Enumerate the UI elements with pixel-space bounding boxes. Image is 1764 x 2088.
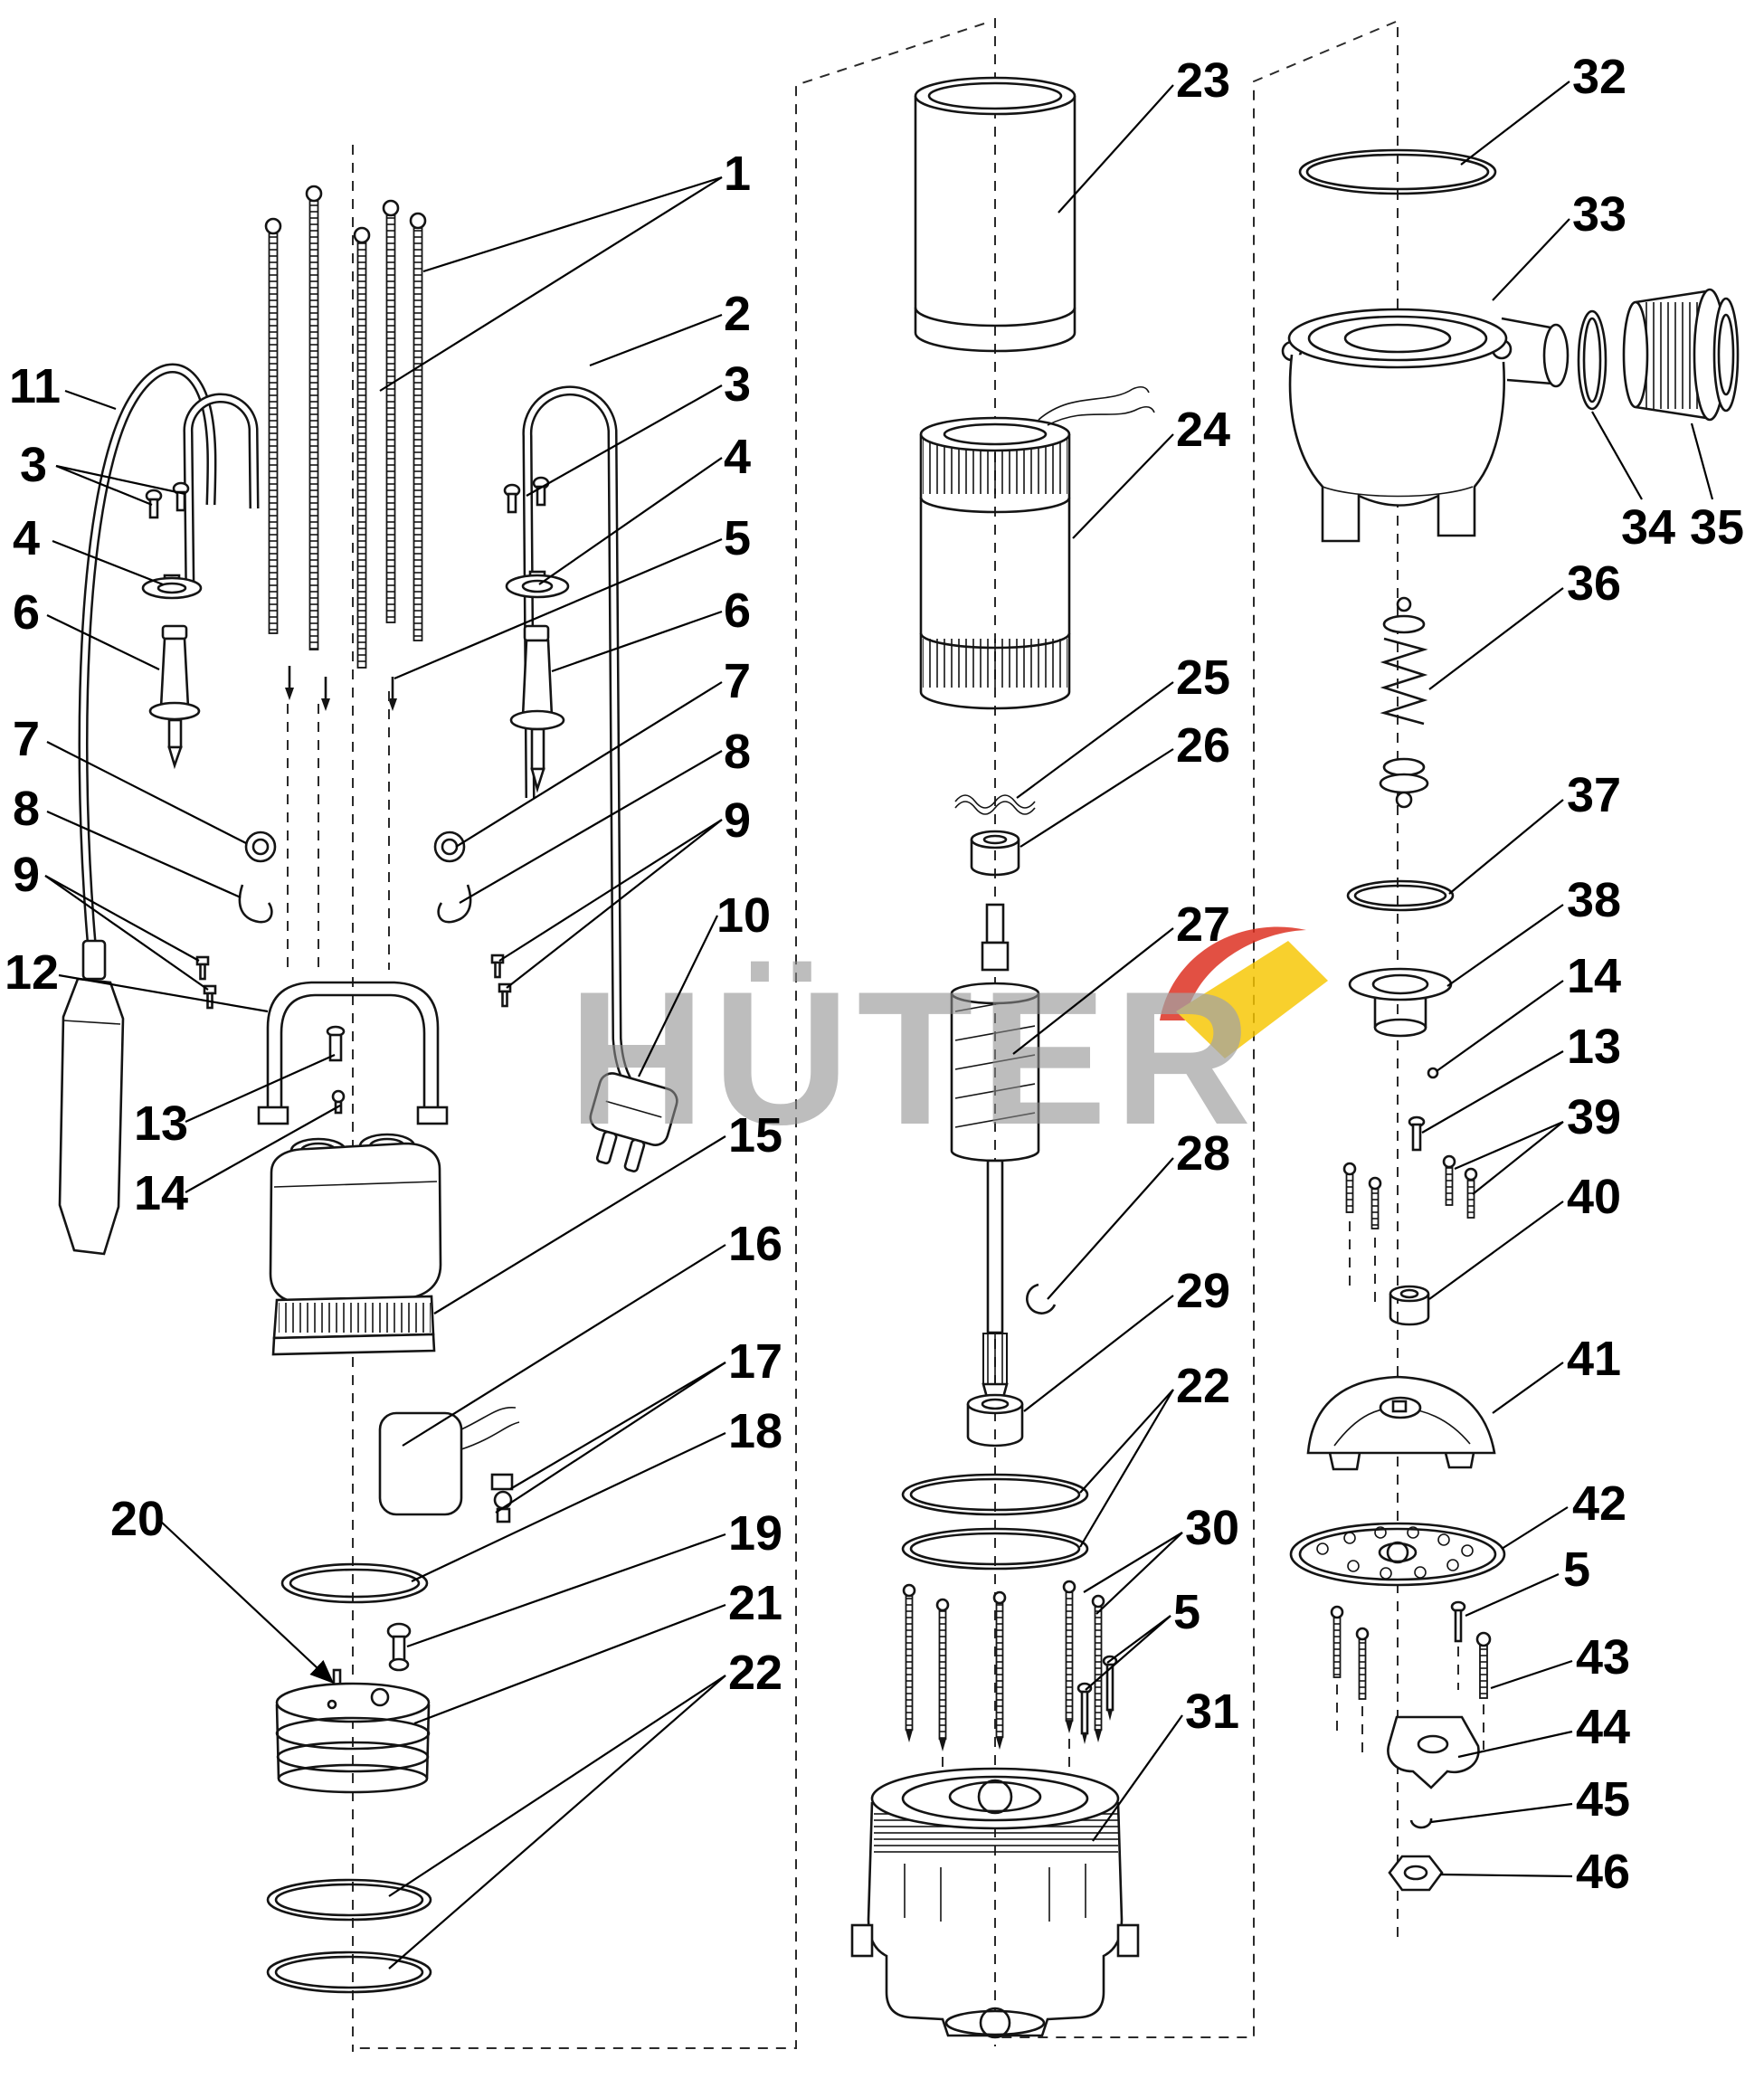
watermark-swoosh-yellow <box>1176 941 1328 1058</box>
watermark-text: HÜTER <box>568 952 1258 1164</box>
float-switch <box>58 977 125 1256</box>
watermark: HÜTER <box>568 926 1328 1164</box>
float-connector <box>81 939 107 981</box>
right-assembly <box>1281 27 1740 1945</box>
left-assembly <box>58 23 985 2052</box>
middle-assembly <box>850 18 1397 2046</box>
leader-lines <box>44 81 1714 1969</box>
power-plug <box>589 1072 678 1172</box>
watermark-swoosh-red <box>1160 926 1306 1020</box>
